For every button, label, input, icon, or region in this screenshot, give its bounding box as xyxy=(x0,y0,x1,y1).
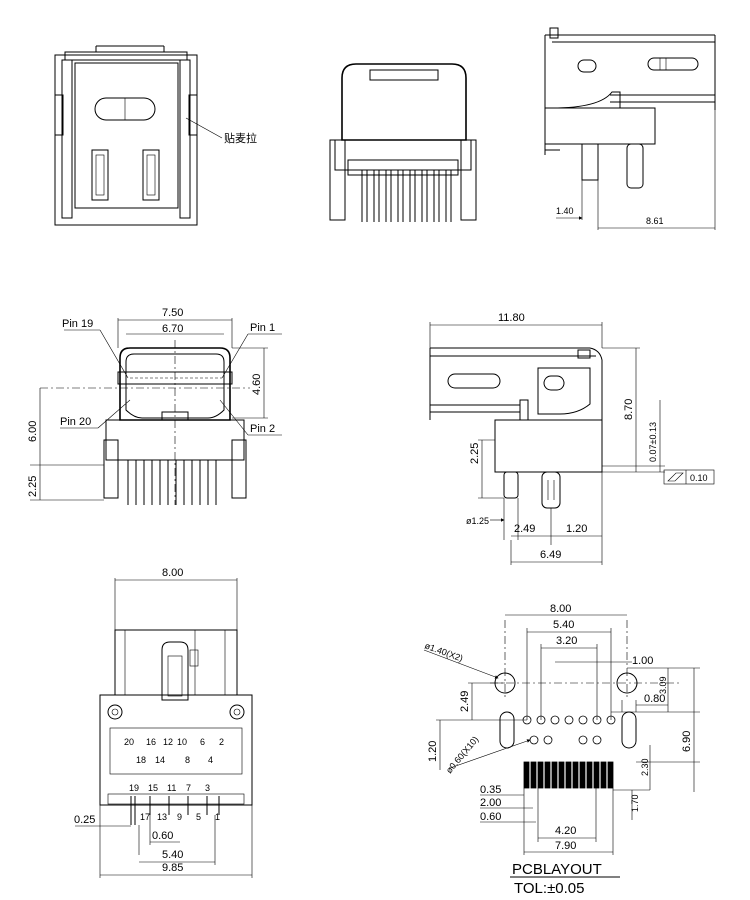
pin-num: 18 xyxy=(136,755,146,765)
pin-num: 17 xyxy=(140,812,150,822)
pin-view: 7.50 6.70 4.60 6.00 2.25 Pin 19 Pin 1 Pi… xyxy=(27,307,282,505)
dim-0-35: 0.35 xyxy=(480,784,501,796)
dim-4-60: 4.60 xyxy=(251,374,263,395)
via-holes xyxy=(522,715,616,745)
pin-num: 12 xyxy=(163,737,173,747)
layout-tolerance: TOL:±0.05 xyxy=(514,880,585,897)
pin-num: 10 xyxy=(177,737,187,747)
pin-num: 14 xyxy=(155,755,165,765)
dim-8-00-b: 8.00 xyxy=(162,567,183,579)
hole-callout-small: ø0.60(X10) xyxy=(444,734,481,775)
pin-num: 5 xyxy=(196,812,201,822)
dim-9-85: 9.85 xyxy=(162,862,183,874)
dim-3-20: 3.20 xyxy=(556,635,577,647)
dim-6-00: 6.00 xyxy=(27,421,39,442)
pin-num: 19 xyxy=(129,783,139,793)
dim-6-49: 6.49 xyxy=(540,549,561,561)
pin-num: 4 xyxy=(208,755,213,765)
pcb-layout: 8.00 5.40 3.20 1.00 3.09 0.80 6.90 2.30 … xyxy=(423,603,700,897)
bottom-view: 8.00 20 16 12 10 6 2 18 14 8 4 19 15 11 … xyxy=(74,567,253,878)
pin-num: 7 xyxy=(186,783,191,793)
pin-num: 13 xyxy=(157,812,167,822)
dim-0-60: 0.60 xyxy=(152,830,173,842)
dim-6-70: 6.70 xyxy=(162,323,183,335)
dim-7-50: 7.50 xyxy=(162,307,183,319)
dim-6-90: 6.90 xyxy=(681,731,693,752)
pin-num: 20 xyxy=(124,737,134,747)
pin-num: 11 xyxy=(167,783,176,793)
dim-7-90: 7.90 xyxy=(555,840,576,852)
side-view-small: 1.40 8.61 xyxy=(544,27,716,230)
dim-0-80: 0.80 xyxy=(644,693,665,705)
dim-1-00: 1.00 xyxy=(632,655,653,667)
bottom-view-pins xyxy=(130,796,220,825)
dim-2-00: 2.00 xyxy=(480,797,501,809)
dim-4-20: 4.20 xyxy=(555,825,576,837)
dim-1-20: 1.20 xyxy=(566,523,587,535)
dim-1-70: 1.70 xyxy=(630,794,640,812)
slot-right xyxy=(621,711,637,749)
dim-8-00-c: 8.00 xyxy=(550,603,571,615)
pin-view-pins xyxy=(127,460,217,505)
hole-callout-big: ø1.40(X2) xyxy=(423,640,464,663)
dim-3-09: 3.09 xyxy=(658,676,668,694)
front-view xyxy=(329,63,477,222)
flatness-value: 0.10 xyxy=(690,473,708,483)
pin-numbers: 20 16 12 10 6 2 18 14 8 4 19 15 11 7 3 1… xyxy=(124,737,224,822)
dim-1-40: 1.40 xyxy=(556,206,574,216)
dim-2-30: 2.30 xyxy=(640,758,650,776)
dim-1-20-b: 1.20 xyxy=(427,741,439,762)
dim-8-61: 8.61 xyxy=(646,216,664,226)
dim-5-40-b: 5.40 xyxy=(162,849,183,861)
dim-0-60-b: 0.60 xyxy=(480,811,501,823)
dim-8-70: 8.70 xyxy=(623,399,635,420)
pin-view-shell xyxy=(119,347,231,421)
mylar-film xyxy=(74,62,179,209)
top-view: 贴麦拉 xyxy=(54,45,257,226)
smd-pads xyxy=(523,761,614,789)
dim-0-25: 0.25 xyxy=(74,814,95,826)
pin-num: 1 xyxy=(215,812,220,822)
pin-num: 16 xyxy=(146,737,156,747)
dim-2-25-b: 2.25 xyxy=(469,443,481,464)
mylar-callout: 贴麦拉 xyxy=(224,131,257,145)
bottom-view-body xyxy=(99,694,253,806)
dim-coplanarity: 0.07±0.13 xyxy=(648,422,658,462)
label-pin-20: Pin 20 xyxy=(60,416,91,428)
front-view-shell xyxy=(341,63,467,141)
label-pin-2: Pin 2 xyxy=(250,423,275,435)
front-view-pins xyxy=(361,170,452,222)
side-view-large: 11.80 8.70 0.07±0.13 0.10 2.25 ø1.25 2.4… xyxy=(429,312,715,565)
pin-num: 3 xyxy=(205,783,210,793)
dim-11-80: 11.80 xyxy=(498,312,525,324)
dim-2-25: 2.25 xyxy=(27,476,39,497)
dim-dia-1-25: ø1.25 xyxy=(466,516,489,526)
label-pin-1: Pin 1 xyxy=(250,322,275,334)
pin-num: 8 xyxy=(185,755,190,765)
pin-num: 9 xyxy=(177,812,182,822)
pin-num: 6 xyxy=(200,737,205,747)
dim-2-49-b: 2.49 xyxy=(459,691,471,712)
layout-title: PCBLAYOUT xyxy=(512,861,602,878)
pin-num: 2 xyxy=(219,737,224,747)
label-pin-19: Pin 19 xyxy=(62,318,93,330)
slot-left xyxy=(499,711,515,749)
dim-5-40-c: 5.40 xyxy=(553,619,574,631)
top-view-body xyxy=(54,54,198,226)
pin-num: 15 xyxy=(148,783,158,793)
dim-2-49: 2.49 xyxy=(514,523,535,535)
